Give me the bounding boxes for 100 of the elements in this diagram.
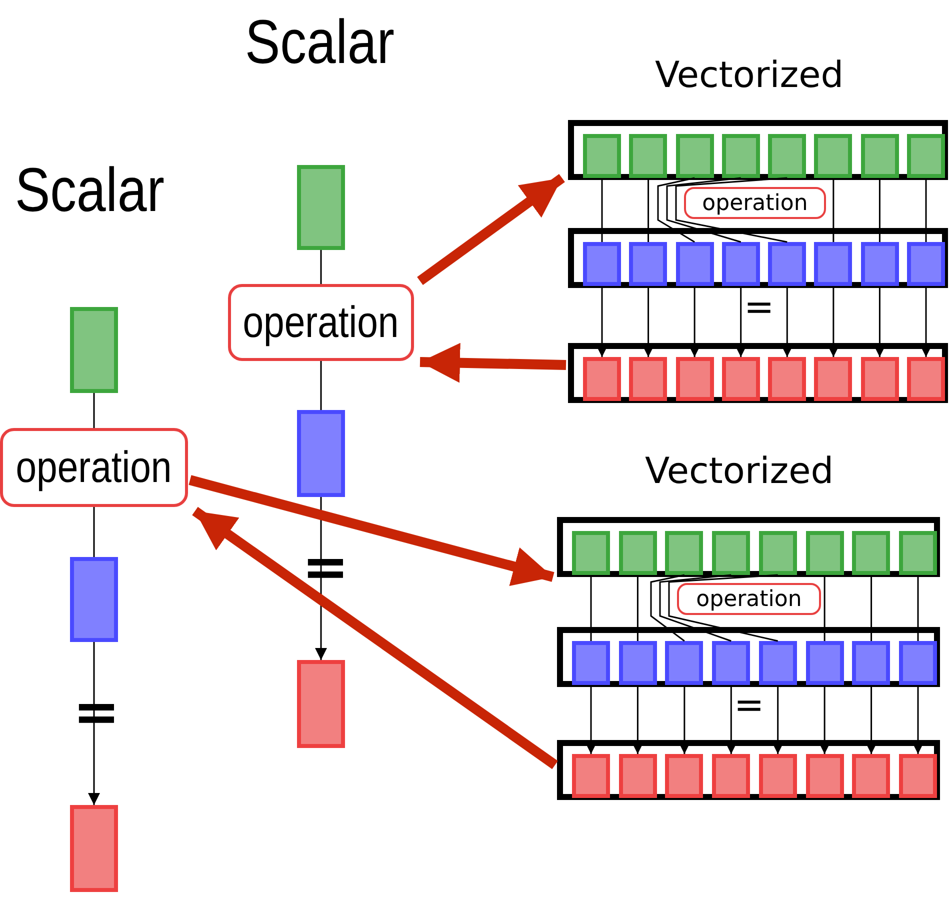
input-cell — [297, 410, 345, 497]
result-cell — [583, 357, 621, 401]
result-cell — [676, 357, 714, 401]
input-cell — [70, 307, 118, 393]
result-cell — [572, 754, 610, 798]
equals-sign: = — [734, 688, 764, 724]
input-cell — [860, 134, 899, 178]
vector-register — [568, 343, 948, 403]
result-cell — [665, 754, 704, 798]
input-cell — [806, 641, 844, 685]
arrow — [632, 685, 644, 754]
input-cell — [852, 641, 890, 685]
arrow — [827, 286, 840, 357]
input-cell — [852, 531, 890, 575]
arrow — [192, 506, 558, 770]
arrow — [818, 685, 831, 754]
connector-line — [650, 574, 685, 642]
input-cell — [814, 134, 852, 178]
input-cell — [629, 242, 668, 286]
connector-line — [832, 178, 834, 242]
result-cell — [899, 754, 937, 798]
input-cell — [297, 165, 345, 250]
input-cell — [907, 242, 945, 286]
connector-line — [320, 361, 322, 410]
arrow — [865, 685, 878, 754]
input-cell — [712, 531, 750, 575]
input-cell — [899, 531, 937, 575]
result-cell — [629, 357, 668, 401]
input-cell — [907, 134, 945, 178]
arrow — [734, 286, 747, 357]
input-cell — [618, 531, 657, 575]
connector-line — [93, 393, 95, 428]
input-cell — [629, 134, 668, 178]
connector-line — [659, 574, 732, 642]
result-cell — [297, 660, 345, 748]
input-cell — [70, 557, 118, 642]
connector-line — [320, 250, 322, 284]
result-cell — [758, 754, 797, 798]
input-cell — [712, 641, 750, 685]
input-cell — [618, 641, 657, 685]
input-cell — [860, 242, 899, 286]
input-cell — [722, 134, 760, 178]
operation-box: operation — [677, 583, 821, 615]
arrow — [585, 685, 597, 754]
input-cell — [814, 242, 852, 286]
connector-line — [648, 178, 650, 242]
input-cell — [768, 134, 806, 178]
connector-line — [590, 575, 592, 641]
arrow — [642, 286, 654, 357]
arrow — [688, 286, 701, 357]
result-cell — [618, 754, 657, 798]
vector-register — [568, 228, 948, 288]
heading: Vectorized — [645, 454, 834, 490]
arrow — [678, 685, 690, 754]
input-cell — [572, 641, 610, 685]
result-cell — [860, 357, 899, 401]
input-cell — [806, 531, 844, 575]
result-cell — [814, 357, 852, 401]
connector-line — [925, 178, 927, 242]
input-cell — [665, 641, 704, 685]
vector-register — [557, 517, 940, 577]
result-cell — [70, 805, 118, 892]
operation-box: operation — [684, 187, 826, 219]
result-cell — [712, 754, 750, 798]
connector-line — [666, 177, 742, 243]
input-cell — [758, 531, 797, 575]
vector-register — [568, 120, 948, 180]
input-cell — [722, 242, 760, 286]
arrow — [772, 685, 784, 754]
arrow — [920, 286, 932, 357]
result-cell — [852, 754, 890, 798]
connector-line — [917, 575, 919, 641]
arrow — [781, 286, 794, 357]
connector-line — [668, 574, 778, 642]
vector-register — [557, 627, 940, 687]
result-cell — [907, 357, 945, 401]
input-cell — [572, 531, 610, 575]
heading: Scalar — [15, 160, 164, 222]
result-cell — [722, 357, 760, 401]
connector-line — [601, 178, 603, 242]
vector-register — [557, 740, 940, 800]
heading: Scalar — [245, 12, 394, 74]
operation-box: operation — [0, 428, 188, 507]
input-cell — [768, 242, 806, 286]
arrow — [725, 685, 738, 754]
arrow — [874, 286, 886, 357]
input-cell — [665, 531, 704, 575]
equals-sign: = — [744, 290, 774, 326]
arrow — [188, 475, 554, 586]
arrow — [596, 286, 608, 357]
arrow — [912, 685, 924, 754]
result-cell — [768, 357, 806, 401]
connector-line — [657, 177, 695, 243]
heading: Vectorized — [655, 58, 844, 94]
result-cell — [806, 754, 844, 798]
input-cell — [676, 242, 714, 286]
connector-line — [675, 177, 788, 243]
arrow — [417, 174, 565, 286]
connector-line — [870, 575, 872, 641]
input-cell — [583, 134, 621, 178]
